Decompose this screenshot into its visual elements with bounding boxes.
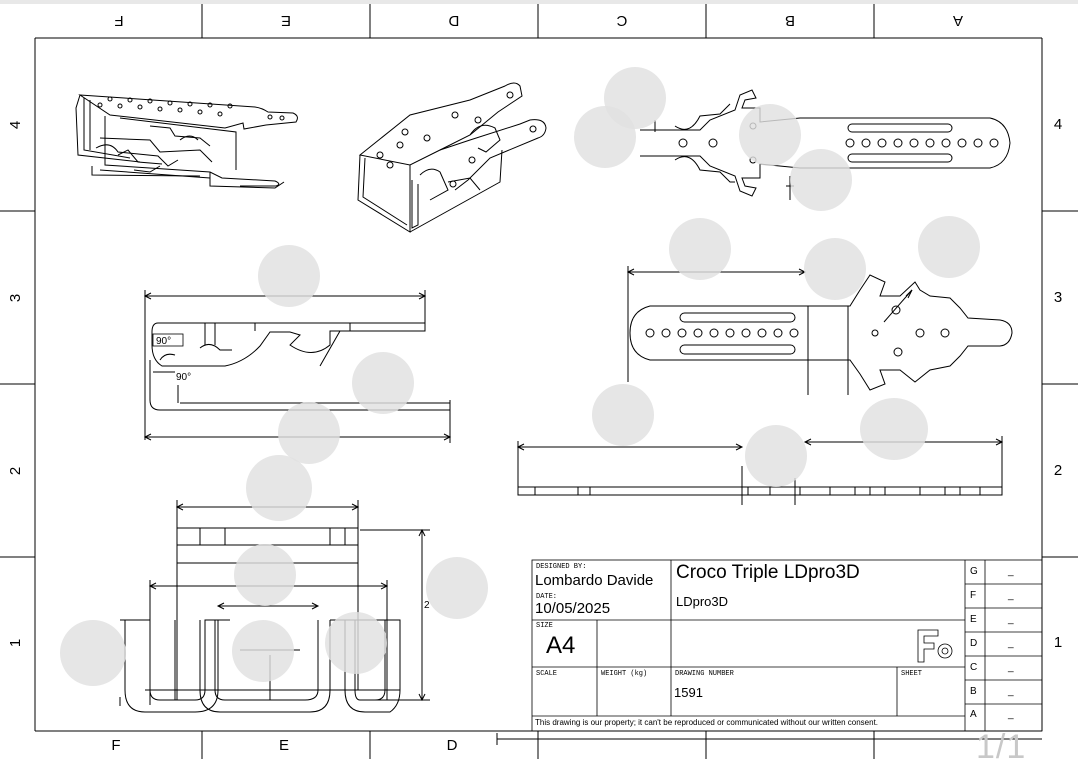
disclaimer-text: This drawing is our property; it can't b… <box>535 718 879 727</box>
blur-marker <box>574 106 636 168</box>
zone-left-1: 1 <box>7 638 24 648</box>
zone-left-3: 3 <box>7 293 24 303</box>
drawing-number-label: DRAWING NUMBER <box>675 670 734 678</box>
revision-letter: A <box>970 709 977 720</box>
zone-top-b: B <box>785 12 796 29</box>
angle-dimension-top: 90° <box>156 336 171 347</box>
zone-left-4: 4 <box>7 120 24 130</box>
drawing-title: Croco Triple LDpro3D <box>676 562 860 583</box>
angle-dimension-bottom: 90° <box>176 372 191 383</box>
blur-marker <box>234 544 296 606</box>
sheet-frame <box>0 4 1078 759</box>
blur-marker <box>739 104 801 166</box>
date-label: DATE: <box>536 593 558 601</box>
zone-right-1: 1 <box>1053 634 1063 651</box>
dim-height-label-fragment: 2 <box>424 600 430 611</box>
zone-bottom-d: D <box>446 737 458 754</box>
top-plan-view <box>640 89 1011 200</box>
revision-value: _ <box>1008 709 1014 720</box>
zone-top-c: C <box>616 12 628 29</box>
blur-marker <box>258 245 320 307</box>
revision-letter: B <box>970 686 977 697</box>
zone-top-f: F <box>114 12 124 29</box>
designed-by-label: DESIGNED BY: <box>536 563 587 571</box>
zone-left-2: 2 <box>7 466 24 476</box>
zone-top-d: D <box>448 12 460 29</box>
revision-value: _ <box>1008 662 1014 673</box>
revision-value: _ <box>1008 566 1014 577</box>
size-value: A4 <box>546 632 576 659</box>
blur-marker <box>246 455 312 521</box>
blur-marker <box>232 620 294 682</box>
revision-letter: G <box>970 566 978 577</box>
zone-right-2: 2 <box>1053 462 1063 479</box>
zone-bottom-f: F <box>111 737 121 754</box>
blur-marker <box>918 216 980 278</box>
blur-marker <box>669 218 731 280</box>
zone-top-a: A <box>953 12 964 29</box>
iso-view-left <box>75 94 298 189</box>
blur-marker <box>325 612 387 674</box>
page-indicator: 1/1 <box>976 728 1027 766</box>
revision-letter: D <box>970 638 978 649</box>
drawing-subtitle: LDpro3D <box>676 594 729 609</box>
blur-marker <box>60 620 126 686</box>
revision-letter: E <box>970 614 977 625</box>
side-view <box>516 436 1004 505</box>
revision-value: _ <box>1008 614 1014 625</box>
zone-right-4: 4 <box>1053 116 1063 133</box>
blur-marker <box>860 398 928 460</box>
date-value: 10/05/2025 <box>535 600 611 617</box>
weight-label: WEIGHT (kg) <box>601 670 648 678</box>
sheet-label: SHEET <box>901 670 923 678</box>
blur-marker <box>592 384 654 446</box>
blur-marker <box>426 557 488 619</box>
drawing-number-value: 1591 <box>674 685 703 700</box>
revision-letter: F <box>970 590 977 601</box>
blur-marker <box>790 149 852 211</box>
scale-label: SCALE <box>536 670 558 678</box>
revision-value: _ <box>1008 590 1014 601</box>
blur-marker <box>352 352 414 414</box>
size-label: SIZE <box>536 622 553 630</box>
zone-bottom-e: E <box>278 737 289 754</box>
blur-marker <box>278 402 340 464</box>
blur-marker <box>804 238 866 300</box>
blur-marker <box>745 425 807 487</box>
designed-by-value: Lombardo Davide <box>535 572 654 589</box>
zone-top-e: E <box>281 12 292 29</box>
revision-value: _ <box>1008 686 1014 697</box>
end-view <box>119 500 430 713</box>
title-block <box>531 559 1043 732</box>
revision-letter: C <box>970 662 978 673</box>
zone-right-3: 3 <box>1053 289 1063 306</box>
iso-view-right <box>357 82 547 233</box>
revision-value: _ <box>1008 638 1014 649</box>
